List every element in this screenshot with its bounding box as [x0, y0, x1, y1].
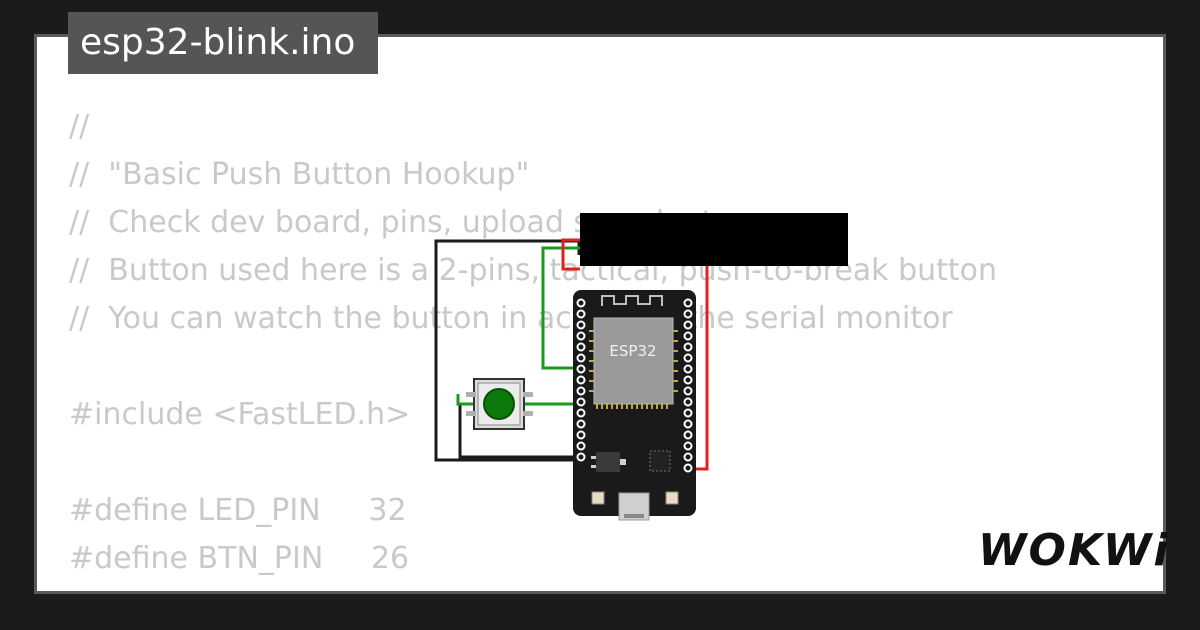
voltage-regulator — [591, 452, 626, 472]
code-line: #define BTN_PIN 26 — [69, 541, 410, 576]
code-line: // "Basic Push Button Hookup" — [69, 157, 530, 192]
wire-green-button — [456, 394, 578, 406]
brand-wordmark: WOKWi — [978, 525, 1171, 576]
left-pin-header — [576, 298, 586, 462]
button-cap — [483, 388, 515, 420]
usb-chip — [649, 450, 671, 472]
wokwi-logo: WOKWi — [978, 525, 1168, 577]
module-pads — [589, 330, 678, 409]
sketch-filename-tab[interactable]: esp32-blink.ino — [68, 12, 378, 74]
wire-black-button — [458, 404, 578, 459]
wire-black — [434, 239, 581, 462]
code-line: #include <FastLED.h> — [69, 397, 411, 432]
esp32-board[interactable]: ESP32 — [573, 290, 696, 521]
board-label: ESP32 — [609, 342, 656, 360]
redaction-box — [580, 213, 848, 266]
push-button[interactable] — [466, 378, 533, 430]
code-line: // — [69, 109, 90, 144]
right-pin-header — [683, 298, 693, 473]
reset-button[interactable] — [665, 491, 679, 505]
code-line: // Button used here is a 2-pins, tactica… — [69, 253, 998, 288]
code-line: #define LED_PIN 32 — [69, 493, 407, 528]
boot-button[interactable] — [591, 491, 605, 505]
code-line: #define COLOR_ORDER GRB — [69, 583, 997, 591]
